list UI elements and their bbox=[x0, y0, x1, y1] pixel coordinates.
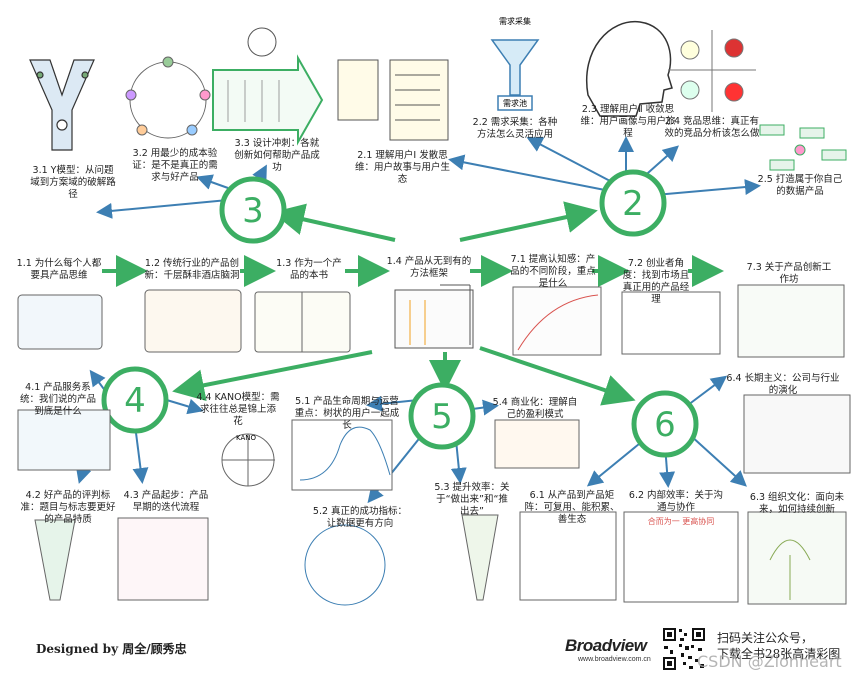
brain-head-illustration bbox=[585, 21, 673, 117]
label-2-3: 2.3 理解用户Ⅱ 收敛思维：用户画像与用户旅程 bbox=[580, 104, 676, 139]
label-7-1: 7.1 提高认知感：产品的不同阶段，重点是什么 bbox=[510, 254, 596, 289]
label-6-2: 6.2 内部效率：关于沟通与协作 bbox=[628, 490, 724, 513]
watermark: CSDN @Zionheart bbox=[697, 652, 842, 671]
row7-illustrations bbox=[512, 284, 845, 358]
green-flow-arrows bbox=[102, 201, 724, 406]
label-5-3: 5.3 提升效率：关于“做出来”和“推出去” bbox=[434, 482, 510, 517]
label-2-5: 2.5 打造属于你自己的数据产品 bbox=[757, 174, 843, 197]
center-building-illustration bbox=[394, 284, 474, 349]
publisher-url: www.broadview.com.cn bbox=[578, 656, 651, 663]
label-5-4: 5.4 商业化：理解自己的盈利模式 bbox=[492, 397, 578, 420]
label-5-1: 5.1 产品生命周期与运营重点：树状的用户一起成长 bbox=[294, 396, 400, 431]
competitor-grid-illustration bbox=[668, 30, 756, 112]
row1-illustrations bbox=[17, 289, 351, 353]
label-4-2: 4.2 好产品的评判标准：题目与标志要更好的产品特质 bbox=[20, 490, 116, 525]
label-3-2: 3.2 用最少的成本验证：是不是真正的需求与好产品 bbox=[132, 148, 218, 183]
kano-illustration-label: KANO bbox=[236, 434, 256, 442]
hub-number-2: 2 bbox=[622, 184, 644, 224]
scan-instructions: 扫码关注公众号， 下载全书28张高清彩图 bbox=[717, 630, 840, 662]
label-6-4: 6.4 长期主义：公司与行业的演化 bbox=[726, 373, 840, 396]
label-6-3: 6.3 组织文化：面向未来，如何持续创新 bbox=[749, 492, 845, 515]
label-2-4: 2.4 竞品思维：真正有效的竞品分析该怎么做 bbox=[664, 116, 760, 139]
hub-circle-3 bbox=[219, 176, 287, 244]
section6-illustrations bbox=[519, 394, 851, 605]
hub-number-4: 4 bbox=[124, 381, 146, 421]
hub-circle-4 bbox=[101, 366, 169, 434]
design-sprint-illustration bbox=[212, 27, 324, 146]
section4-illustrations bbox=[17, 409, 275, 601]
hub-number-3: 3 bbox=[242, 191, 264, 231]
scan-line-1: 扫码关注公众号， bbox=[717, 631, 814, 645]
hub-circle-6 bbox=[631, 390, 699, 458]
hub-number-5: 5 bbox=[431, 397, 453, 437]
hub-circles bbox=[101, 169, 699, 458]
collab-illustration-title: 合而为一 更高协同 bbox=[648, 516, 715, 526]
section5-illustrations bbox=[291, 419, 580, 606]
label-3-1: 3.1 Y模型：从问题域到方案域的破解路径 bbox=[30, 165, 116, 200]
y-model-illustration bbox=[29, 59, 95, 151]
label-5-2: 5.2 真正的成功指标：让数据更有方向 bbox=[312, 506, 408, 529]
center-label-1-4: 1.4 产品从无到有的方法框架 bbox=[386, 256, 472, 279]
data-product-illustration bbox=[759, 124, 847, 171]
qr-code[interactable] bbox=[661, 626, 707, 672]
scan-line-2: 下载全书28张高清彩图 bbox=[717, 647, 841, 661]
publisher-logo: Broadview bbox=[565, 636, 647, 655]
hub-circle-5 bbox=[408, 382, 476, 450]
label-3-3: 3.3 设计冲刺：各就创新如何帮助产品成功 bbox=[234, 138, 320, 173]
label-4-4: 4.4 KANO模型：需求往往总是锦上添花 bbox=[196, 392, 280, 427]
label-7-3: 7.3 关于产品创新工作坊 bbox=[746, 262, 832, 285]
funnel-bottom-label: 需求池 bbox=[503, 98, 527, 108]
mvp-cycle-illustration bbox=[125, 56, 211, 139]
label-7-2: 7.2 创业者角度：找到市场且真正用的产品经理 bbox=[622, 258, 690, 305]
label-2-2: 2.2 需求采集：各种方法怎么灵活应用 bbox=[472, 117, 558, 140]
label-4-1: 4.1 产品服务系统：我们说的产品到底是什么 bbox=[19, 382, 96, 417]
label-4-3: 4.3 产品起步：产品早期的迭代流程 bbox=[123, 490, 209, 513]
label-1-3: 1.3 作为一个产品的本书 bbox=[276, 258, 342, 281]
hub-number-6: 6 bbox=[654, 405, 676, 445]
funnel-illustration bbox=[490, 39, 540, 111]
designer-credit: Designed by 周全/顾秀忠 bbox=[36, 642, 187, 656]
user-story-illustration bbox=[337, 59, 449, 141]
label-1-1: 1.1 为什么每个人都要具产品思维 bbox=[16, 258, 102, 281]
label-2-1: 2.1 理解用户Ⅰ 发散思维：用户故事与用户生态 bbox=[355, 150, 451, 185]
hub-numbers: 3 2 4 5 6 bbox=[124, 184, 676, 445]
blue-branch-arrows bbox=[75, 136, 761, 504]
funnel-top-label: 需求采集 bbox=[499, 16, 531, 26]
label-6-1: 6.1 从产品到产品矩阵：可复用、能积累、善生态 bbox=[524, 490, 620, 525]
hub-circle-2 bbox=[599, 169, 667, 237]
label-1-2: 1.2 传统行业的产品创新：千层酥非酒店脑洞 bbox=[144, 258, 240, 281]
